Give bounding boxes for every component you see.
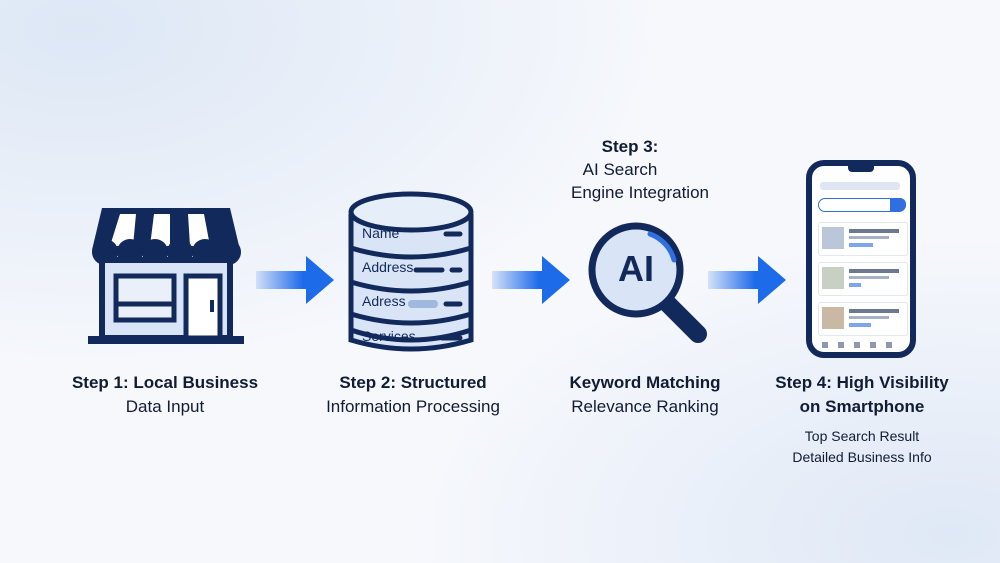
phone-search-button	[890, 198, 906, 211]
phone-notch	[848, 166, 874, 172]
db-label-address: Address	[362, 259, 414, 275]
result-card	[818, 262, 908, 296]
arrow-right-icon	[708, 256, 786, 304]
ai-label: AI	[618, 248, 654, 289]
step2-subtitle: Information Processing	[326, 397, 500, 416]
db-label-services: Services	[362, 328, 416, 344]
db-label-adress: Adress	[362, 293, 406, 309]
result-card	[818, 222, 908, 256]
smartphone-icon	[806, 160, 916, 358]
step4-title: Step 4: High Visibility	[775, 373, 949, 392]
step3-heading-line3: Engine Integration	[571, 183, 709, 202]
step3-line1: Keyword Matching	[569, 373, 721, 392]
database-icon: Name Address Adress Services	[346, 190, 476, 358]
step4-detail2: Detailed Business Info	[792, 449, 932, 465]
phone-bottom-nav	[822, 342, 902, 348]
arrow-right-icon	[256, 256, 334, 304]
result-card	[818, 302, 908, 336]
step2-title: Step 2: Structured	[339, 373, 487, 392]
phone-app-bar	[820, 182, 900, 190]
step3-heading: Step 3:	[601, 137, 659, 156]
step3-line2: Relevance Ranking	[571, 397, 719, 416]
phone-search-bar	[818, 198, 906, 212]
arrow-right-icon	[492, 256, 570, 304]
step4-detail1: Top Search Result	[804, 428, 920, 444]
storefront-icon	[88, 208, 244, 344]
db-label-name: Name	[362, 225, 400, 241]
step3-heading-line2: AI Search	[582, 160, 658, 179]
step1-title: Step 1: Local Business	[71, 373, 259, 392]
step4-title-line2: on Smartphone	[799, 397, 925, 416]
ai-magnifier-icon: AI	[584, 220, 708, 346]
step1-subtitle: Data Input	[125, 397, 205, 416]
